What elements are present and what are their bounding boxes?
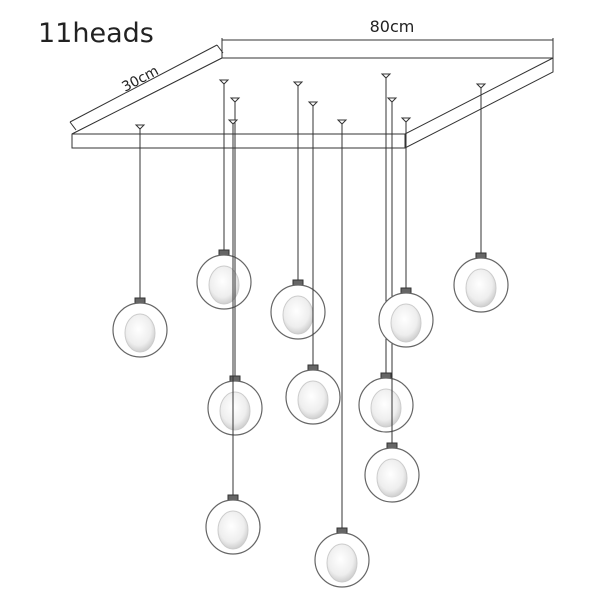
- length-dimension: [221, 38, 554, 58]
- bulb-icon: [465, 268, 497, 308]
- canopy-icon: [475, 83, 487, 89]
- canopy-icon: [292, 81, 304, 87]
- pendant-light: [314, 119, 370, 588]
- pendant-light: [270, 81, 326, 340]
- bulb-icon: [297, 380, 329, 420]
- pendant-light: [112, 124, 168, 358]
- pendant-light: [205, 119, 261, 555]
- canopy-icon: [218, 79, 230, 85]
- canopy-icon: [134, 124, 146, 130]
- pendant-light: [285, 101, 341, 425]
- bulb-icon: [124, 313, 156, 353]
- bulb-icon: [376, 458, 408, 498]
- bulb-icon: [282, 295, 314, 335]
- pendant-light: [196, 79, 252, 310]
- canopy-icon: [229, 97, 241, 103]
- bulb-icon: [208, 265, 240, 305]
- canopy-icon: [336, 119, 348, 125]
- pendant-light: [358, 73, 414, 433]
- pendant-light: [453, 83, 509, 313]
- pendant-light: [378, 117, 434, 348]
- width-label: 30cm: [119, 63, 161, 96]
- bulb-icon: [217, 510, 249, 550]
- canopy-icon: [227, 119, 239, 125]
- heads-count-title: 11heads: [38, 18, 154, 49]
- pendant-light: [207, 97, 263, 436]
- pendant-light: [364, 97, 420, 503]
- canopy-icon: [386, 97, 398, 103]
- canopy-icon: [400, 117, 412, 123]
- canopy-icon: [307, 101, 319, 107]
- bulb-icon: [390, 303, 422, 343]
- bulb-icon: [370, 388, 402, 428]
- bulb-icon: [219, 391, 251, 431]
- bulb-icon: [326, 543, 358, 583]
- canopy-icon: [380, 73, 392, 79]
- pendants: [112, 73, 509, 588]
- width-dimension: [69, 44, 224, 131]
- length-label: 80cm: [370, 17, 415, 36]
